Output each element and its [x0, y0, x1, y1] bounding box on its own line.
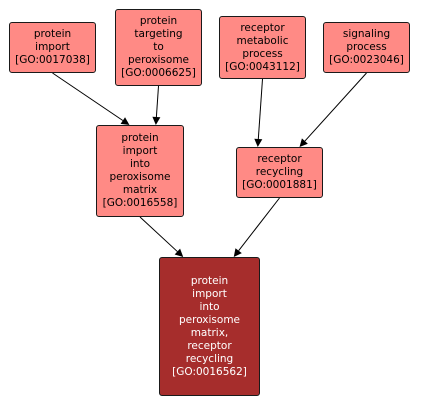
edge-receptor_recycling-to-focus — [238, 197, 280, 251]
arrowhead-receptor_recycling-to-focus — [233, 248, 242, 257]
node-go-id: [GO:0001881] — [242, 179, 317, 191]
node-label-line: process — [346, 41, 387, 53]
arrowhead-receptor_metabolic-to-receptor_recycling — [254, 138, 263, 147]
edge-protein_import_matrix-to-focus — [139, 216, 178, 252]
node-signaling-process[interactable]: signaling process [GO:0023046] — [323, 22, 410, 73]
node-label-line: matrix, — [190, 326, 229, 339]
node-label-line: signaling — [342, 28, 391, 40]
node-protein-import[interactable]: protein import [GO:0017038] — [9, 22, 96, 73]
node-label-line: import — [192, 287, 227, 300]
node-label-line: peroxisome — [178, 313, 241, 326]
arrowhead-signaling_process-to-receptor_recycling — [299, 138, 308, 147]
node-protein-targeting-to-peroxisome[interactable]: protein targeting to peroxisome [GO:0006… — [115, 9, 202, 86]
node-go-id: [GO:0006625] — [121, 67, 196, 79]
node-receptor-recycling[interactable]: receptor recycling [GO:0001881] — [236, 147, 323, 198]
node-focus-protein-import-matrix-receptor-recycling[interactable]: protein import into peroxisome matrix, r… — [159, 257, 260, 396]
node-label-line: peroxisome — [109, 171, 171, 183]
node-label-line: into — [199, 300, 220, 313]
node-go-id: [GO:0023046] — [329, 54, 404, 66]
node-label-line: targeting — [134, 28, 183, 40]
node-label-line: protein — [139, 15, 178, 27]
arrowhead-protein_import_matrix-to-focus — [174, 248, 184, 257]
arrowhead-protein_targeting-to-protein_import_matrix — [152, 116, 161, 125]
node-label-line: matrix — [122, 184, 158, 196]
node-label-line: protein — [33, 28, 72, 40]
node-label-line: import — [35, 41, 70, 53]
arrowhead-protein_import-to-protein_import_matrix — [120, 117, 130, 125]
node-go-id: [GO:0043112] — [225, 60, 300, 73]
node-label-line: into — [129, 158, 151, 170]
edge-receptor_metabolic-to-receptor_recycling — [257, 78, 263, 140]
node-label-line: import — [122, 145, 158, 157]
edge-protein_import-to-protein_import_matrix — [52, 72, 124, 121]
node-go-id: [GO:0016558] — [102, 197, 178, 209]
node-go-id: [GO:0017038] — [15, 54, 90, 66]
node-label-line: process — [242, 47, 283, 60]
node-label-line: protein — [121, 132, 159, 144]
edge-protein_targeting-to-protein_import_matrix — [155, 85, 159, 118]
edge-signaling_process-to-receptor_recycling — [304, 72, 367, 142]
node-label-line: receptor — [257, 153, 302, 165]
node-protein-import-into-peroxisome-matrix[interactable]: protein import into peroxisome matrix [G… — [96, 125, 184, 217]
node-go-id: [GO:0016562] — [172, 365, 247, 378]
node-label-line: protein — [190, 274, 229, 287]
node-label-line: receptor — [240, 21, 285, 34]
node-label-line: metabolic — [236, 34, 289, 47]
node-label-line: recycling — [255, 166, 304, 178]
node-label-line: receptor — [187, 339, 232, 352]
node-label-line: peroxisome — [127, 54, 190, 66]
node-label-line: recycling — [185, 352, 234, 365]
node-label-line: to — [153, 41, 164, 53]
node-receptor-metabolic-process[interactable]: receptor metabolic process [GO:0043112] — [219, 16, 306, 79]
